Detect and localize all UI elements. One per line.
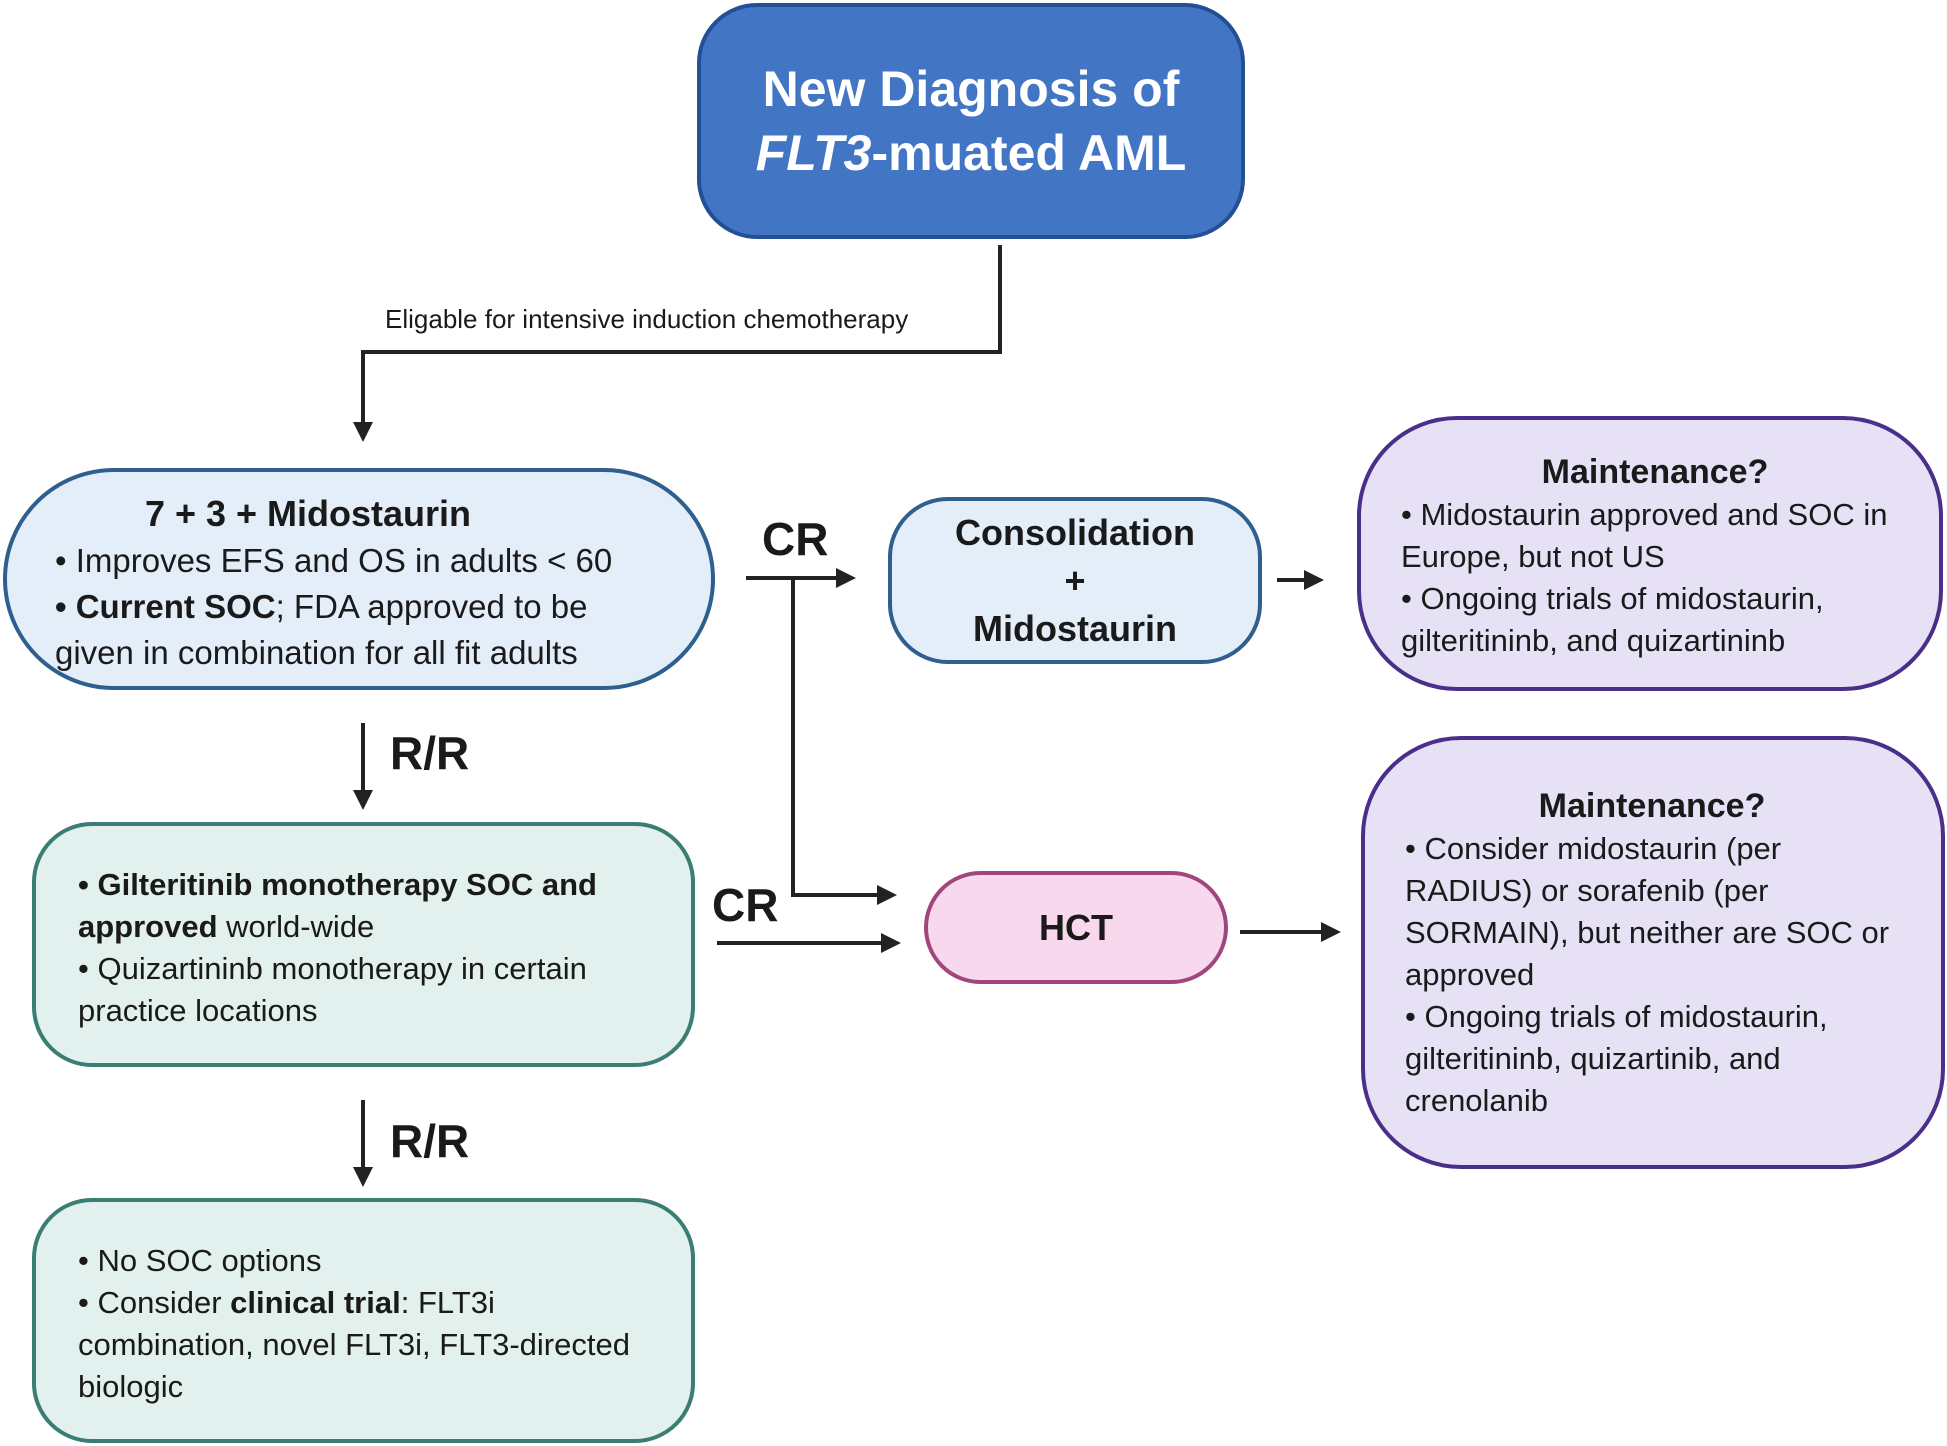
second-line-bullet-2: • Quizartininb monotherapy in certain pr… [78,951,587,1028]
maintenance-bottom-bullet-1: • Consider midostaurin (per RADIUS) or s… [1405,831,1890,992]
induction-bullet-2-bold: • Current SOC [55,588,276,625]
maintenance-top-node: Maintenance? • Midostaurin approved and … [1357,416,1943,691]
consolidation-node: Consolidation + Midostaurin [888,497,1262,664]
maintenance-bottom-title: Maintenance? [1538,787,1766,825]
edge-induction-to-hct [791,578,897,905]
diagnosis-title-line2: FLT3-muated AML [756,121,1187,185]
edge-label-rr-first: R/R [390,727,470,779]
hct-label: HCT [1039,906,1113,948]
diagnosis-title-line1: New Diagnosis of [762,61,1180,117]
edge-label-cr-top: CR [762,513,829,565]
induction-title: 7 + 3 + Midostaurin [144,493,472,534]
edge-label-cr-mid: CR [712,879,779,931]
hct-node: HCT [924,871,1228,984]
third-line-bullet-2: • Consider clinical trial: FLT3i combina… [78,1282,641,1408]
maintenance-top-bullet-1: • Midostaurin approved and SOC in Europe… [1401,497,1888,574]
second-line-bullet-1: • Gilteritinib monotherapy SOC and appro… [78,864,651,948]
third-line-node: • No SOC options • Consider clinical tri… [32,1198,695,1443]
second-line-node: • Gilteritinib monotherapy SOC and appro… [32,822,695,1067]
maintenance-bottom-bullet-2: • Ongoing trials of midostaurin, gilteri… [1405,999,1828,1118]
diagnosis-gene-name: FLT3 [755,125,872,181]
consolidation-line-3: Midostaurin [973,607,1177,649]
maintenance-top-title: Maintenance? [1541,453,1769,491]
consolidation-line-1: Consolidation [955,511,1195,553]
induction-bullet-2: • Current SOC; FDA approved to be given … [55,584,671,676]
maintenance-top-bullet-2: • Ongoing trials of midostaurin, gilteri… [1401,581,1824,658]
consolidation-line-2: + [1064,559,1086,601]
maintenance-bottom-node: Maintenance? • Consider midostaurin (per… [1361,736,1945,1169]
edge-label-rr-second: R/R [390,1115,470,1167]
second-line-bullet-1-rest: world-wide [217,909,375,944]
third-line-bullet-1: • No SOC options [78,1243,322,1278]
third-line-bullet-2-pre: • Consider [78,1285,231,1320]
diagnosis-node: New Diagnosis of FLT3-muated AML [697,3,1245,239]
third-line-bullet-2-bold: clinical trial [230,1285,401,1320]
induction-bullet-1: • Improves EFS and OS in adults < 60 [55,542,613,579]
edge-diagnosis-to-induction [353,245,1002,442]
second-line-bullet-1-bold: • Gilteritinib monotherapy SOC and appro… [78,867,597,944]
diagnosis-title-rest: -muated AML [871,125,1187,181]
induction-bullet-2-rest: ; FDA approved to be given in combinatio… [55,588,588,671]
induction-node: 7 + 3 + Midostaurin • Improves EFS and O… [3,468,715,690]
third-line-bullet-2-rest: : FLT3i combination, novel FLT3i, FLT3-d… [78,1285,630,1404]
edge-label-eligible: Eligable for intensive induction chemoth… [385,304,909,334]
